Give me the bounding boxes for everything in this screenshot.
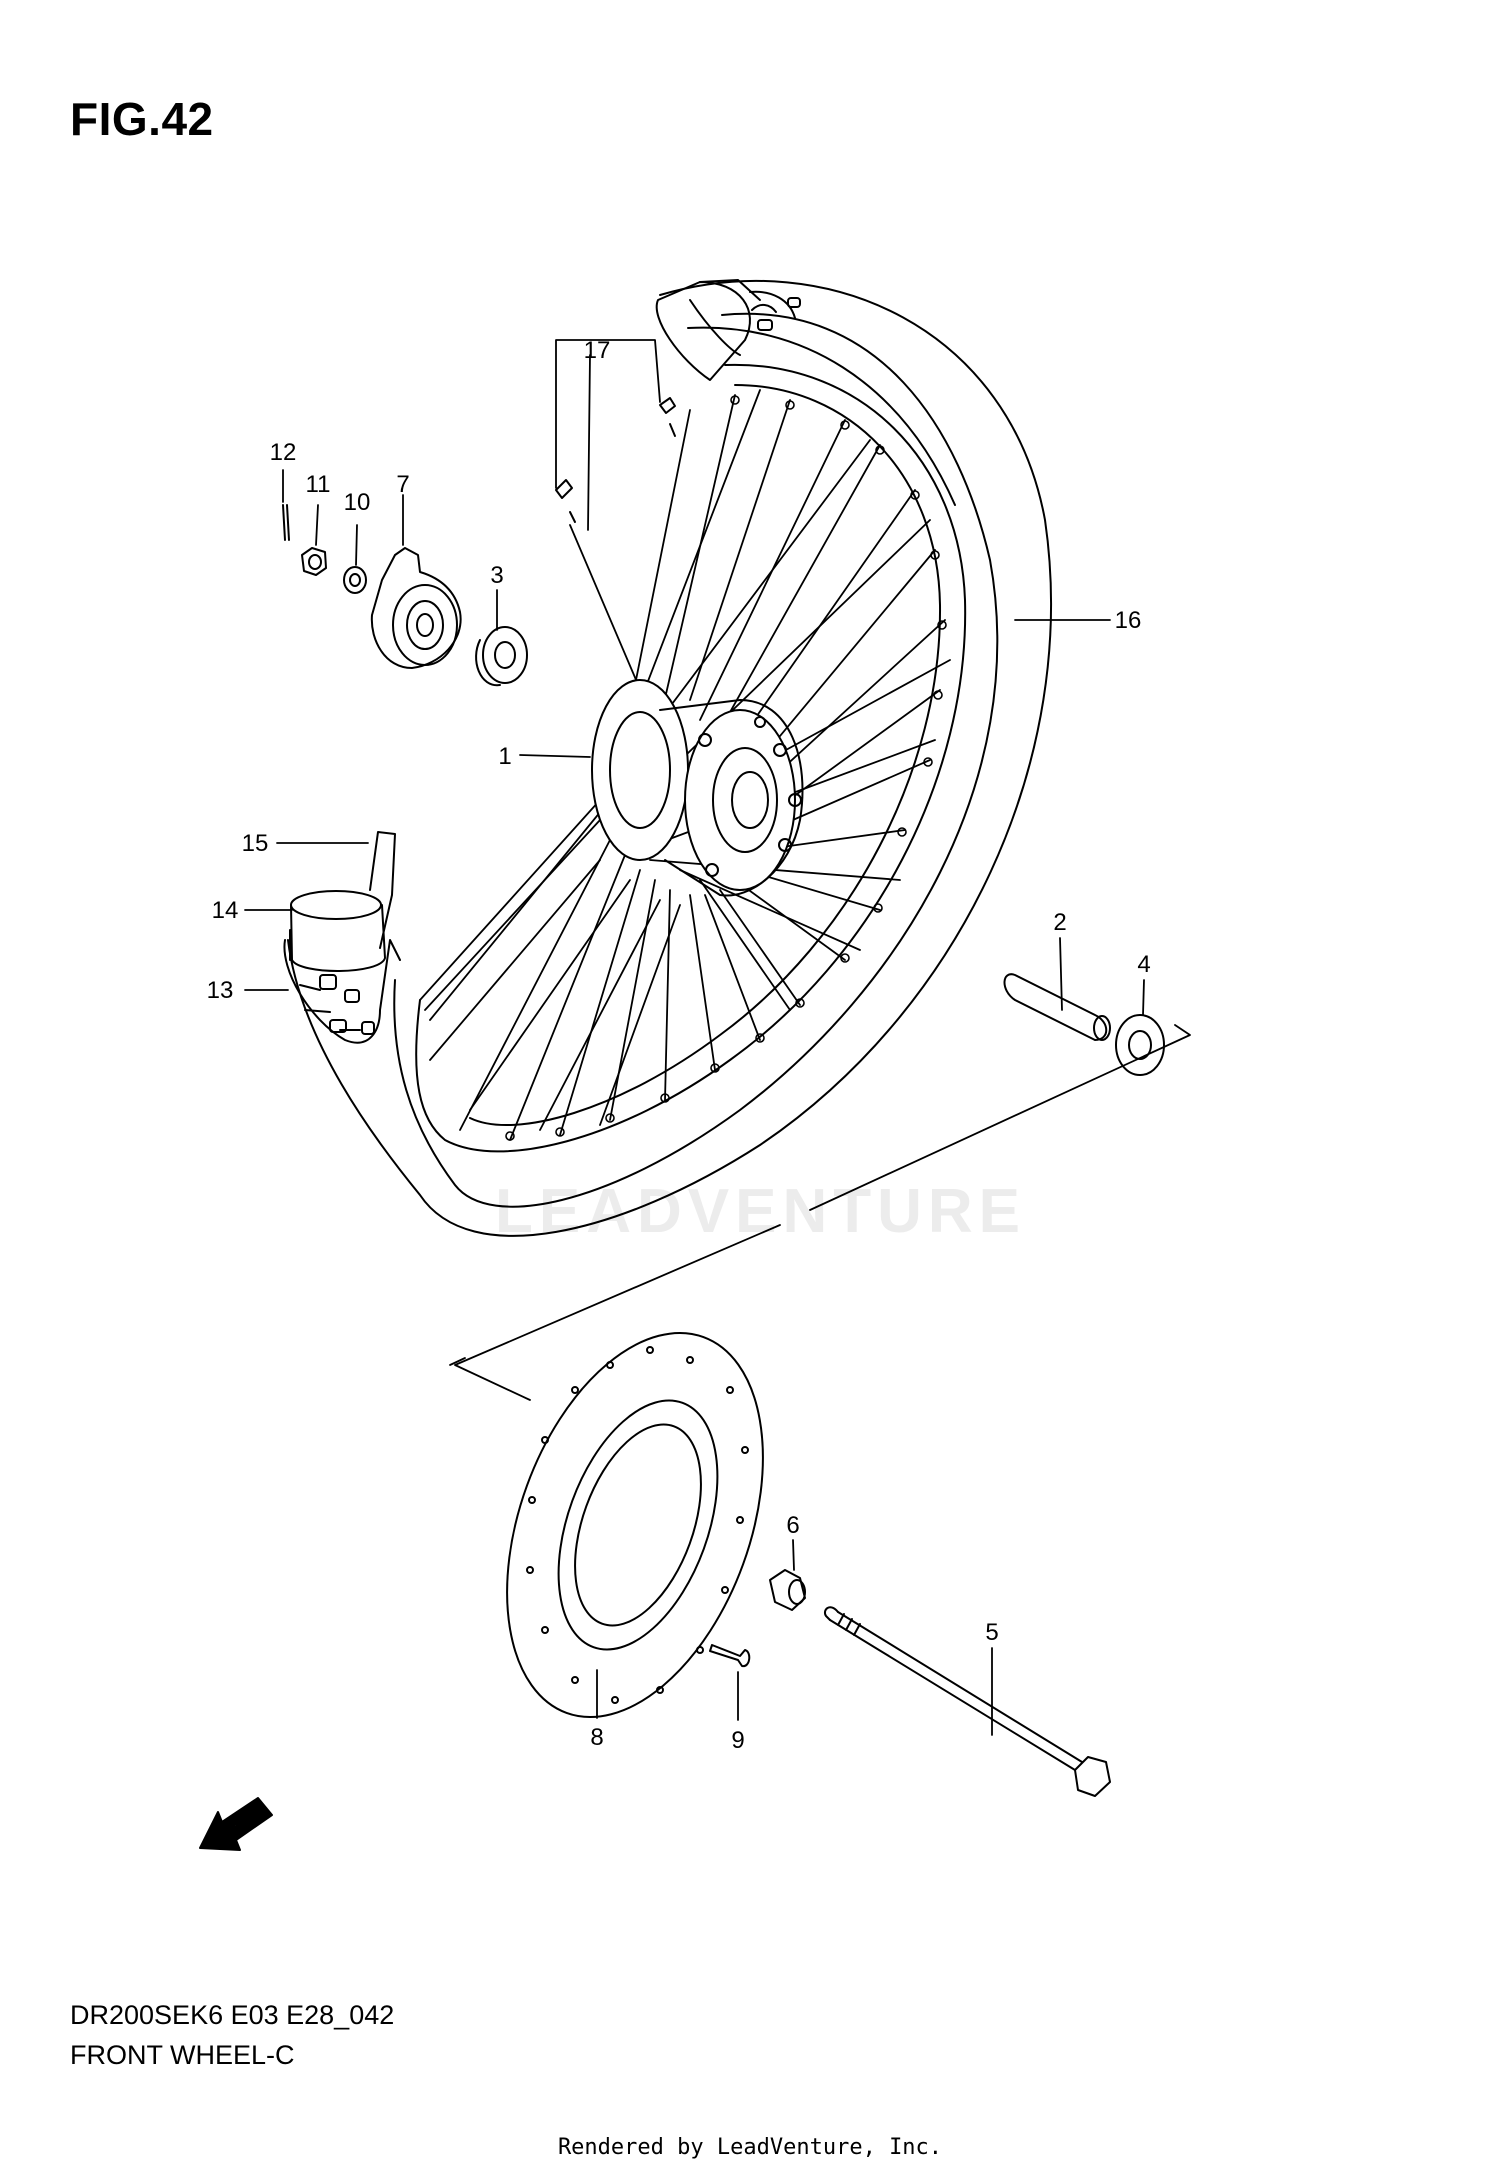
spoke-pieces-part-17[interactable] bbox=[555, 397, 676, 523]
callout-2: 2 bbox=[1053, 909, 1066, 936]
axle-part-5[interactable] bbox=[824, 1606, 1111, 1797]
bearing-part-3[interactable] bbox=[475, 626, 528, 687]
callout-14: 14 bbox=[212, 897, 239, 924]
callout-1: 1 bbox=[498, 743, 511, 770]
rim-lock-parts-13-14-15[interactable] bbox=[283, 831, 401, 1044]
callout-6: 6 bbox=[786, 1512, 799, 1539]
exploded-view-guide-lines bbox=[449, 339, 1191, 1401]
callout-10: 10 bbox=[344, 489, 371, 516]
cotter-pin-part-12[interactable] bbox=[282, 504, 290, 541]
callout-4: 4 bbox=[1137, 951, 1150, 978]
callout-13: 13 bbox=[207, 977, 234, 1004]
front-wheel-assembly bbox=[283, 279, 1053, 1237]
callout-8: 8 bbox=[590, 1724, 603, 1751]
spoke-nipples bbox=[505, 395, 947, 1141]
axle-nut-part-6[interactable] bbox=[769, 1569, 806, 1611]
render-credit: Rendered by LeadVenture, Inc. bbox=[557, 2135, 943, 2160]
watermark-text: LEADVENTURE bbox=[495, 1177, 1026, 1246]
callout-7: 7 bbox=[396, 471, 409, 498]
forward-direction-arrow-icon: FWD bbox=[199, 1797, 273, 1851]
callout-16: 16 bbox=[1115, 607, 1142, 634]
disc-bolt-part-9[interactable] bbox=[709, 1644, 751, 1668]
watermark: LEADVENTURE bbox=[495, 1177, 1026, 1246]
brake-disc-part-8[interactable] bbox=[459, 1298, 812, 1753]
diagram-code: DR200SEK6 E03 E28_042 bbox=[70, 2000, 395, 2030]
callout-12: 12 bbox=[270, 439, 297, 466]
nut-part-11[interactable] bbox=[301, 547, 327, 576]
leader-lines bbox=[244, 354, 1145, 1736]
callout-11: 11 bbox=[306, 471, 331, 498]
callout-17: 17 bbox=[584, 337, 611, 364]
diagram-name: FRONT WHEEL-C bbox=[70, 2040, 295, 2070]
hub-part-1[interactable] bbox=[591, 679, 804, 897]
callout-9: 9 bbox=[731, 1727, 744, 1754]
tire-part-16[interactable] bbox=[287, 279, 1053, 1237]
speedometer-gearbox-part-7[interactable] bbox=[370, 547, 462, 669]
callout-5: 5 bbox=[985, 1619, 998, 1646]
callout-3: 3 bbox=[490, 562, 503, 589]
spacer-part-2[interactable] bbox=[1003, 973, 1111, 1041]
part-callouts: 17 12 11 10 7 3 16 1 15 14 13 2 4 6 5 8 … bbox=[207, 337, 1151, 1754]
washer-part-10[interactable] bbox=[343, 566, 367, 594]
callout-15: 15 bbox=[242, 830, 269, 857]
figure-number: FIG.42 bbox=[70, 93, 214, 145]
